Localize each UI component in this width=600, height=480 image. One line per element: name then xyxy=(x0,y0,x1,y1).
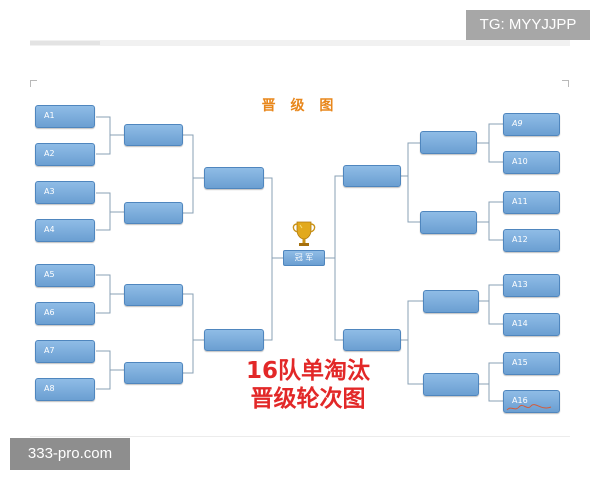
team-label: A14 xyxy=(512,319,528,328)
crop-mark-top-left xyxy=(30,80,37,87)
left-team-slot: A1 xyxy=(35,105,95,128)
team-label: A3 xyxy=(44,187,55,196)
left-round2-slot xyxy=(124,362,183,384)
right-semifinal-slot xyxy=(343,329,401,351)
bracket-heading-line1: 16队单淘汰 xyxy=(245,358,370,384)
team-label: A13 xyxy=(512,280,528,289)
left-team-slot: A2 xyxy=(35,143,95,166)
right-semifinal-slot xyxy=(343,165,401,187)
left-team-slot: A3 xyxy=(35,181,95,204)
crop-mark-top-right xyxy=(562,80,569,87)
team-label: A16 xyxy=(512,396,528,405)
site-watermark: 333-pro.com xyxy=(10,438,130,470)
bracket-heading-line2: 晋级轮次图 xyxy=(250,386,366,412)
right-team-slot: A12 xyxy=(503,229,560,252)
document-tab-strip xyxy=(30,41,100,45)
champion-slot: 冠 军 xyxy=(283,250,325,266)
team-label: A8 xyxy=(44,384,55,393)
left-round2-slot xyxy=(124,124,183,146)
left-round2-slot xyxy=(124,202,183,224)
signature-mark xyxy=(506,404,552,411)
team-label: A6 xyxy=(44,308,55,317)
left-semifinal-slot xyxy=(204,329,264,351)
team-label: A1 xyxy=(44,111,55,120)
left-team-slot: A5 xyxy=(35,264,95,287)
right-team-slot: A15 xyxy=(503,352,560,375)
left-team-slot: A8 xyxy=(35,378,95,401)
left-team-slot: A4 xyxy=(35,219,95,242)
document-top-bar xyxy=(30,40,570,46)
team-label: A12 xyxy=(512,235,528,244)
right-team-slot: A9 xyxy=(503,113,560,136)
right-team-slot: A16 xyxy=(503,390,560,413)
left-team-slot: A7 xyxy=(35,340,95,363)
right-round2-slot xyxy=(420,211,477,234)
right-team-slot: A14 xyxy=(503,313,560,336)
right-round2-slot xyxy=(423,290,479,313)
trophy-icon xyxy=(292,221,316,246)
team-label: A4 xyxy=(44,225,55,234)
left-round2-slot xyxy=(124,284,183,306)
bracket-title: 晋 级 图 xyxy=(261,98,339,114)
team-label: A5 xyxy=(44,270,55,279)
team-label: A11 xyxy=(512,197,528,206)
right-round2-slot xyxy=(420,131,477,154)
right-team-slot: A10 xyxy=(503,151,560,174)
left-semifinal-slot xyxy=(204,167,264,189)
team-label: A2 xyxy=(44,149,55,158)
team-label: A10 xyxy=(512,157,528,166)
document-bottom-line xyxy=(30,436,570,437)
team-label: A9 xyxy=(512,119,523,128)
telegram-watermark: TG: MYYJJPP xyxy=(466,10,590,40)
right-team-slot: A11 xyxy=(503,191,560,214)
left-team-slot: A6 xyxy=(35,302,95,325)
team-label: A15 xyxy=(512,358,528,367)
right-round2-slot xyxy=(423,373,479,396)
team-label: A7 xyxy=(44,346,55,355)
right-team-slot: A13 xyxy=(503,274,560,297)
